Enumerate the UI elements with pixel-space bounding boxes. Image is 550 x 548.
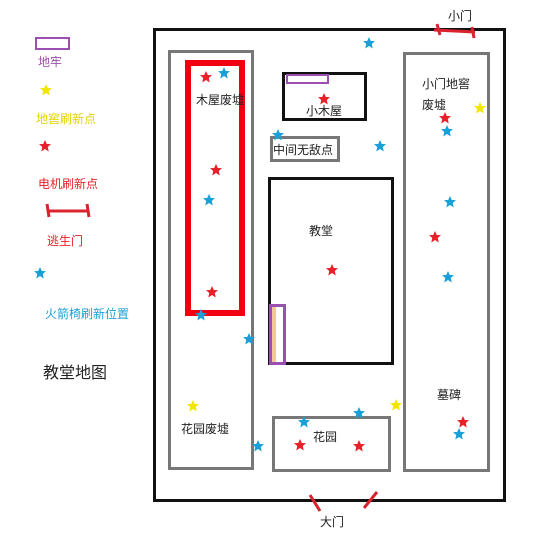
legend-exit-gate-label: 逃生门 [47, 234, 84, 248]
map-outer-wall [153, 28, 506, 502]
rocket-chair-star [218, 67, 230, 79]
rocket-chair-star [243, 333, 255, 345]
rocket-chair-star [441, 125, 453, 137]
legend-generator-icon [39, 140, 51, 152]
label-garden: 花园 [313, 430, 338, 444]
generator-star [210, 164, 222, 176]
small-gate-marker [433, 23, 476, 39]
rocket-chair-star [298, 416, 310, 428]
label-ruins: 废墟 [422, 98, 447, 112]
zone-garden [272, 416, 391, 472]
rocket-chair-star [272, 129, 284, 141]
rocket-chair-star [442, 271, 454, 283]
legend-map-title: 教堂地图 [43, 363, 108, 382]
church-dungeon-inner [272, 307, 276, 362]
generator-star [200, 71, 212, 83]
legend-dungeon-swatch [35, 37, 70, 50]
zone-church [268, 177, 394, 365]
generator-star [353, 440, 365, 452]
label-cabin: 小木屋 [306, 104, 343, 118]
zone-left-column [168, 50, 254, 470]
rocket-chair-star [252, 440, 264, 452]
generator-star [457, 416, 469, 428]
rocket-chair-star [195, 309, 207, 321]
legend-cellar-label: 地窖刷新点 [36, 112, 97, 126]
label-small-gate-cellar: 小门地窖 [422, 77, 471, 91]
generator-star [439, 112, 451, 124]
legend-rocket-chair-label: 火箭椅刷新位置 [45, 307, 130, 321]
cellar-star [187, 400, 199, 412]
zone-middle-invincible [270, 136, 340, 162]
generator-star [326, 264, 338, 276]
label-house-ruins: 木屋废墟 [196, 93, 245, 107]
main-gate-marker [308, 491, 379, 512]
rocket-chair-star [444, 196, 456, 208]
zone-cabin [282, 72, 367, 121]
legend-cellar-icon [40, 84, 52, 96]
cabin-dungeon [286, 74, 329, 84]
label-church: 教堂 [309, 224, 334, 238]
label-main-gate: 大门 [320, 515, 345, 529]
zone-house-ruins-red [185, 60, 245, 316]
cellar-star [474, 102, 486, 114]
legend-exit-gate-icon [45, 203, 91, 218]
zone-right-column [403, 52, 490, 472]
rocket-chair-star [453, 428, 465, 440]
generator-star [429, 231, 441, 243]
rocket-chair-star [203, 194, 215, 206]
legend-generator-label: 电机刷新点 [38, 177, 99, 191]
rocket-chair-star [363, 37, 375, 49]
label-middle-invincible: 中间无敌点 [273, 143, 334, 157]
label-small-gate: 小门 [448, 9, 473, 23]
generator-star [294, 439, 306, 451]
generator-star [206, 286, 218, 298]
legend-dungeon-label: 地牢 [38, 55, 63, 69]
rocket-chair-star [353, 407, 365, 419]
label-tombstone: 墓碑 [437, 388, 462, 402]
rocket-chair-star [374, 140, 386, 152]
label-garden-ruins: 花园废墟 [181, 422, 230, 436]
cellar-star [390, 399, 402, 411]
legend-rocket-chair-icon [34, 267, 46, 279]
generator-star [318, 93, 330, 105]
